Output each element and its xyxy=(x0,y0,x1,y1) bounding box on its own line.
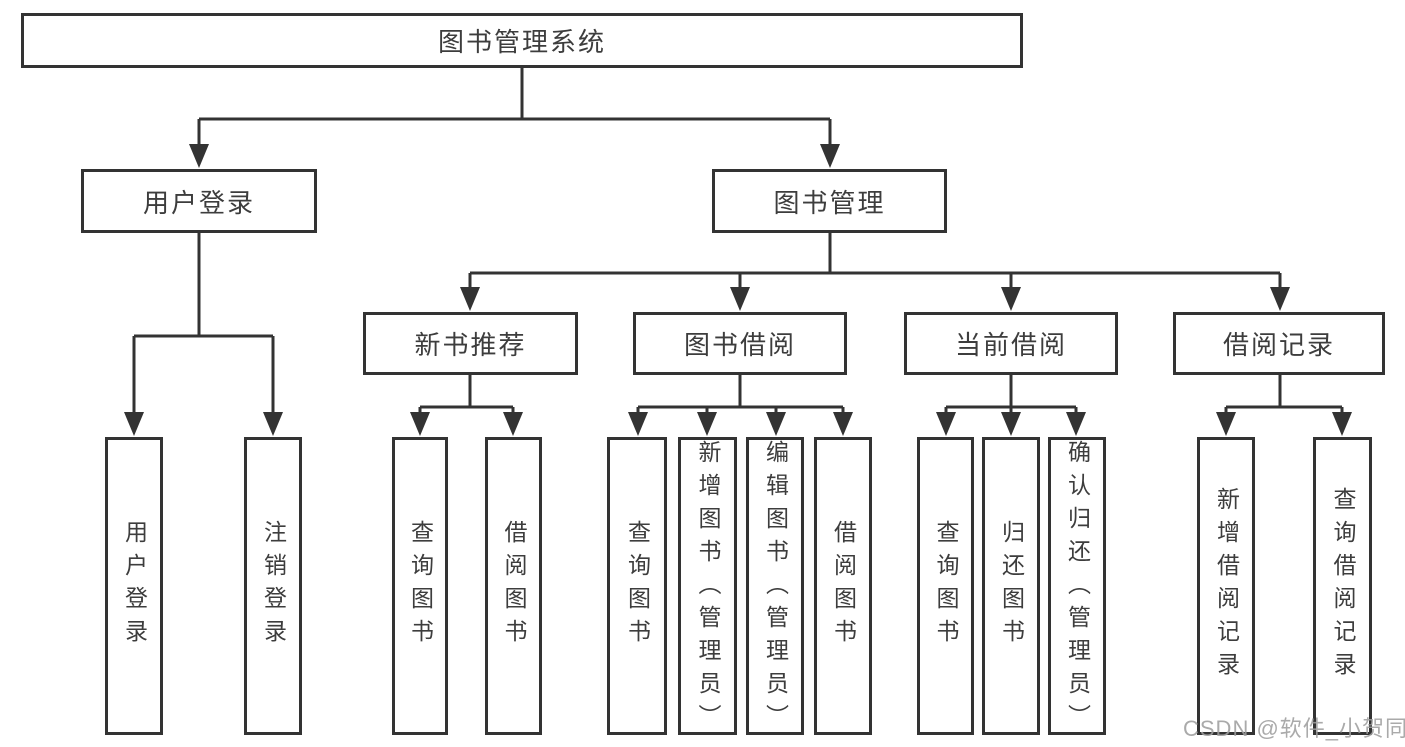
arrowhead-icon xyxy=(936,412,956,436)
leaf-label: 注销登录 xyxy=(260,520,287,652)
csdn-watermark: CSDN @软件_小贺同学 xyxy=(1183,716,1405,741)
leaf-add-book-admin: 新增图书（管理员） xyxy=(678,437,737,737)
leaf-borrow-book-2: 借阅图书 xyxy=(814,437,872,735)
node-root-system: 图书管理系统 xyxy=(21,13,1023,68)
leaf-label: 编辑图书（管理员） xyxy=(762,440,789,737)
leaf-return-book: 归还图书 xyxy=(982,437,1040,735)
leaf-label: 查询图书 xyxy=(624,520,651,652)
leaf-user-login: 用户登录 xyxy=(105,437,163,735)
node-user-login: 用户登录 xyxy=(81,169,317,233)
node-book-borrow: 图书借阅 xyxy=(633,312,847,375)
leaf-query-book-1: 查询图书 xyxy=(392,437,448,735)
arrowhead-icon xyxy=(766,412,786,436)
connector-book-borrow-split xyxy=(638,375,843,409)
node-label: 当前借阅 xyxy=(954,330,1067,360)
leaf-label: 查询图书 xyxy=(933,520,959,652)
connector-book-mgmt-split xyxy=(470,233,1280,275)
arrowhead-icon xyxy=(820,144,840,168)
leaf-confirm-return-admin: 确认归还（管理员） xyxy=(1048,437,1106,737)
leaf-logout: 注销登录 xyxy=(244,437,302,735)
node-label: 新书推荐 xyxy=(414,330,527,360)
node-label: 图书管理 xyxy=(773,187,886,218)
leaf-label: 借阅图书 xyxy=(830,520,857,652)
leaf-label: 新增借阅记录 xyxy=(1213,487,1240,685)
arrowhead-icon xyxy=(410,412,430,436)
arrowhead-icon xyxy=(1066,412,1086,436)
leaf-label: 归还图书 xyxy=(998,520,1025,652)
node-label: 图书管理系统 xyxy=(437,27,606,57)
connector-borrow-record-split xyxy=(1226,375,1342,409)
node-book-management: 图书管理 xyxy=(712,169,947,233)
leaf-borrow-book-1: 借阅图书 xyxy=(485,437,542,735)
arrowhead-icon xyxy=(263,412,283,436)
connector-current-borrow-split xyxy=(946,375,1076,409)
leaf-query-book-2: 查询图书 xyxy=(607,437,667,735)
node-borrow-record: 借阅记录 xyxy=(1173,312,1385,375)
leaf-edit-book-admin: 编辑图书（管理员） xyxy=(746,437,804,737)
connector-user-login-split xyxy=(134,233,273,338)
arrowhead-icon xyxy=(1001,412,1021,436)
arrowhead-icon xyxy=(730,287,750,311)
arrowhead-icon xyxy=(628,412,648,436)
arrowhead-icon xyxy=(124,412,144,436)
node-label: 图书借阅 xyxy=(683,330,796,360)
arrowhead-icon xyxy=(503,412,523,436)
leaf-label: 查询借阅记录 xyxy=(1330,487,1356,685)
arrowhead-icon xyxy=(460,287,480,311)
arrowhead-icon xyxy=(1270,287,1290,311)
arrowhead-icon xyxy=(1001,287,1021,311)
connector-root-split xyxy=(199,68,830,121)
leaf-label: 确认归还（管理员） xyxy=(1064,440,1091,737)
node-label: 用户登录 xyxy=(142,187,255,218)
leaf-query-borrow-record: 查询借阅记录 xyxy=(1313,437,1372,735)
leaf-label: 借阅图书 xyxy=(501,520,527,652)
node-current-borrow: 当前借阅 xyxy=(904,312,1118,375)
arrowhead-icon xyxy=(189,144,209,168)
arrowhead-icon xyxy=(1216,412,1236,436)
arrowhead-icon xyxy=(697,412,717,436)
node-new-book-recommend: 新书推荐 xyxy=(363,312,578,375)
leaf-label: 新增图书（管理员） xyxy=(695,440,721,737)
leaf-label: 用户登录 xyxy=(121,520,148,652)
arrowhead-icon xyxy=(833,412,853,436)
arrowhead-icon xyxy=(1332,412,1352,436)
connector-new-book-split xyxy=(420,375,513,409)
leaf-query-book-3: 查询图书 xyxy=(917,437,974,735)
leaf-label: 查询图书 xyxy=(407,520,434,652)
leaf-add-borrow-record: 新增借阅记录 xyxy=(1197,437,1255,735)
node-label: 借阅记录 xyxy=(1222,330,1335,360)
